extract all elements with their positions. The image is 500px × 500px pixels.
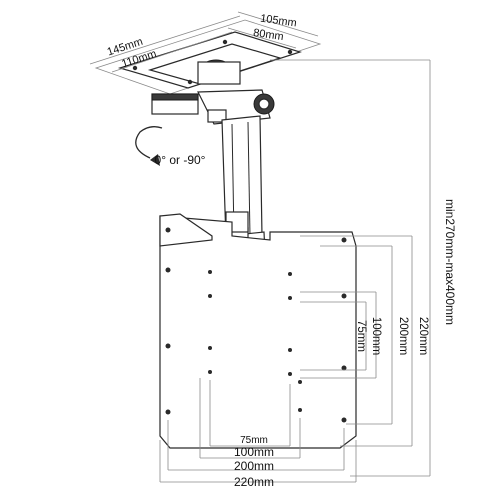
pivot-joint (151, 89, 275, 125)
vesa-h-75-label: 75mm (240, 435, 268, 446)
height-dimension-line (270, 59, 431, 477)
ceiling-plate (94, 19, 322, 95)
plate-inner-width-label: 80mm (252, 27, 284, 43)
plate-dimension-lines (89, 11, 319, 73)
vesa-plate (159, 213, 357, 449)
rotation-arrow-icon (135, 126, 163, 159)
vesa-h-100-label: 100mm (234, 445, 274, 459)
plate-width-label: 105mm (259, 13, 297, 30)
rotation-arrowhead-icon (150, 154, 160, 166)
vesa-horizontal-dimension-lines (159, 378, 357, 483)
vesa-h-220-label: 220mm (234, 475, 274, 489)
vesa-vertical-dimension-lines (300, 235, 413, 447)
vesa-v-200-label: 200mm (397, 317, 409, 355)
vesa-v-220-label: 220mm (417, 317, 429, 355)
vesa-v-75-label: 75mm (355, 320, 367, 352)
height-label: min270mm-max400mm (443, 199, 457, 325)
vesa-h-200-label: 200mm (234, 459, 274, 473)
vesa-v-100-label: 100mm (370, 317, 382, 355)
tilt-label: 0° or -90° (155, 153, 206, 167)
